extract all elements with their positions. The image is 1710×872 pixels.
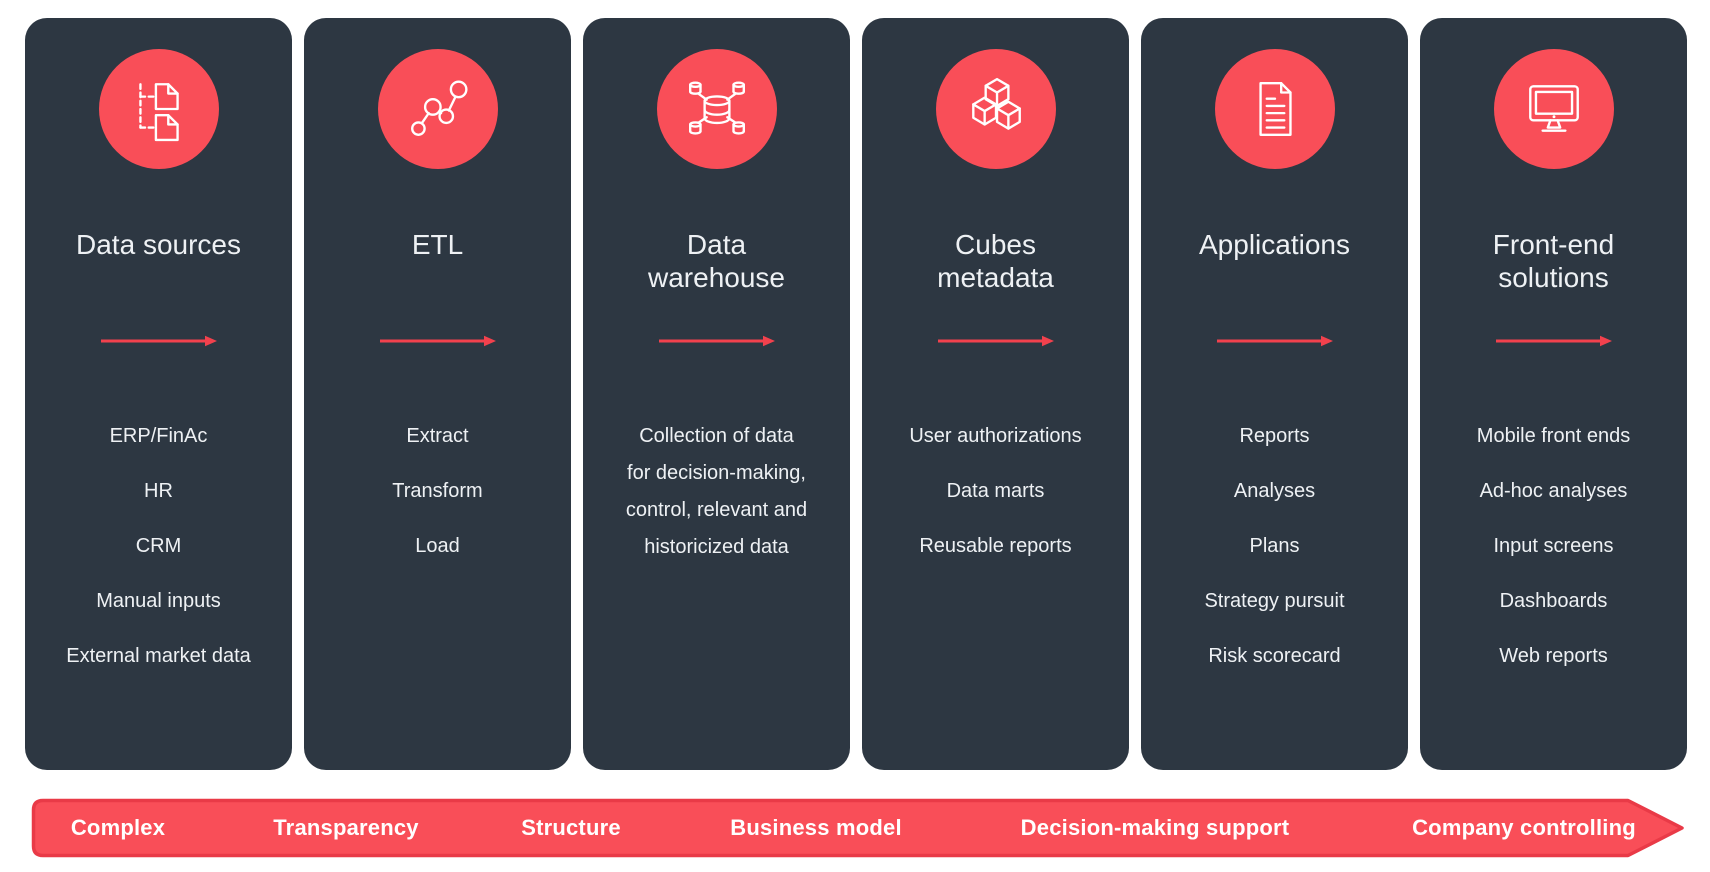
banner-label: Business model: [730, 815, 902, 840]
column-item: Input screens: [1493, 535, 1614, 557]
flow-arrow-icon: [658, 335, 775, 347]
column-title-line: ETL: [411, 229, 464, 260]
column-item: Extract: [406, 425, 469, 447]
icon-circle: [377, 49, 498, 169]
column-item: Risk scorecard: [1208, 645, 1341, 667]
column-item: Transform: [392, 480, 483, 502]
banner-label: Transparency: [273, 815, 419, 840]
file-tree-icon: [138, 83, 179, 142]
card-cubes-metadata: Cubes metadata User authorizations Data …: [862, 18, 1129, 770]
column-item: Plans: [1249, 535, 1300, 557]
banner-label: Structure: [521, 815, 621, 840]
column-title: Applications: [1141, 228, 1408, 261]
column-item: Analyses: [1233, 480, 1316, 502]
icon-circle: [935, 49, 1056, 169]
banner-label: Decision-making support: [1020, 815, 1290, 840]
column-title: Front-end solutions: [1420, 228, 1687, 294]
column-title-line: Data: [686, 229, 747, 260]
card-data-warehouse: Data warehouse Collection of data for de…: [583, 18, 850, 770]
column-paragraph: Collection of data for decision-making, …: [595, 418, 839, 566]
banner-label: Complex: [70, 815, 166, 840]
icon-circle: [1214, 49, 1335, 169]
column-item: Strategy pursuit: [1204, 590, 1345, 612]
column-title-line: Front-end: [1492, 229, 1615, 260]
column-title-line: metadata: [937, 262, 1054, 293]
column-item: Load: [415, 535, 460, 557]
flow-arrow-icon: [937, 335, 1054, 347]
banner-label: Company controlling: [1412, 815, 1636, 840]
column-title: Data warehouse: [583, 228, 850, 294]
column-item: Data marts: [946, 480, 1045, 502]
column-item: Mobile front ends: [1476, 425, 1631, 447]
flow-arrow-icon: [1495, 335, 1612, 347]
column-items: Reports Analyses Plans Strategy pursuit …: [1141, 409, 1408, 684]
icon-circle: [98, 49, 219, 169]
column-item: Ad-hoc analyses: [1479, 480, 1628, 502]
database-network-icon: [688, 81, 745, 135]
column-item: Manual inputs: [96, 590, 221, 612]
paragraph-line: control, relevant and: [625, 499, 808, 521]
document-icon: [1258, 82, 1292, 136]
flow-arrow-icon: [100, 335, 217, 347]
card-applications: Applications Reports Analyses Plans Stra…: [1141, 18, 1408, 770]
column-item: HR: [144, 480, 173, 502]
column-item: CRM: [135, 535, 182, 557]
column-item: ERP/FinAc: [109, 425, 208, 447]
column-title-line: Applications: [1199, 229, 1350, 260]
flow-arrow-icon: [1216, 335, 1333, 347]
column-item: User authorizations: [909, 425, 1082, 447]
monitor-icon: [1528, 85, 1579, 132]
column-item: Web reports: [1499, 645, 1608, 667]
column-item: External market data: [66, 645, 251, 667]
column-items: Extract Transform Load: [304, 409, 571, 574]
process-arrow-banner: Complex Transparency Structure Business …: [30, 798, 1686, 858]
card-front-end-solutions: Front-end solutions Mobile front ends Ad…: [1420, 18, 1687, 770]
column-item: Dashboards: [1499, 590, 1608, 612]
column-title: ETL: [304, 228, 571, 261]
column-title-line: warehouse: [648, 262, 785, 293]
paragraph-line: historicized data: [644, 536, 789, 558]
card-etl: ETL Extract Transform Load: [304, 18, 571, 770]
column-item: Reports: [1239, 425, 1310, 447]
column-title: Data sources: [25, 228, 292, 261]
right-arrow-banner-shape: [31, 798, 1684, 858]
column-title-line: Data sources: [76, 229, 241, 260]
column-items: User authorizations Data marts Reusable …: [862, 409, 1129, 574]
column-title-line: solutions: [1498, 262, 1609, 293]
column-items: ERP/FinAc HR CRM Manual inputs External …: [25, 409, 292, 684]
flow-arrow-icon: [379, 335, 496, 347]
cubes-icon: [971, 77, 1021, 130]
paragraph-line: for decision-making,: [627, 462, 806, 484]
icon-circle: [1493, 49, 1614, 169]
card-data-sources: Data sources ERP/FinAc HR CRM Manual inp…: [25, 18, 292, 770]
column-title: Cubes metadata: [862, 228, 1129, 294]
etl-nodes-icon: [410, 80, 468, 136]
paragraph-line: Collection of data: [639, 425, 794, 447]
column-items: Mobile front ends Ad-hoc analyses Input …: [1420, 409, 1687, 684]
column-title-line: Cubes: [955, 229, 1036, 260]
icon-circle: [656, 49, 777, 169]
column-item: Reusable reports: [919, 535, 1072, 557]
